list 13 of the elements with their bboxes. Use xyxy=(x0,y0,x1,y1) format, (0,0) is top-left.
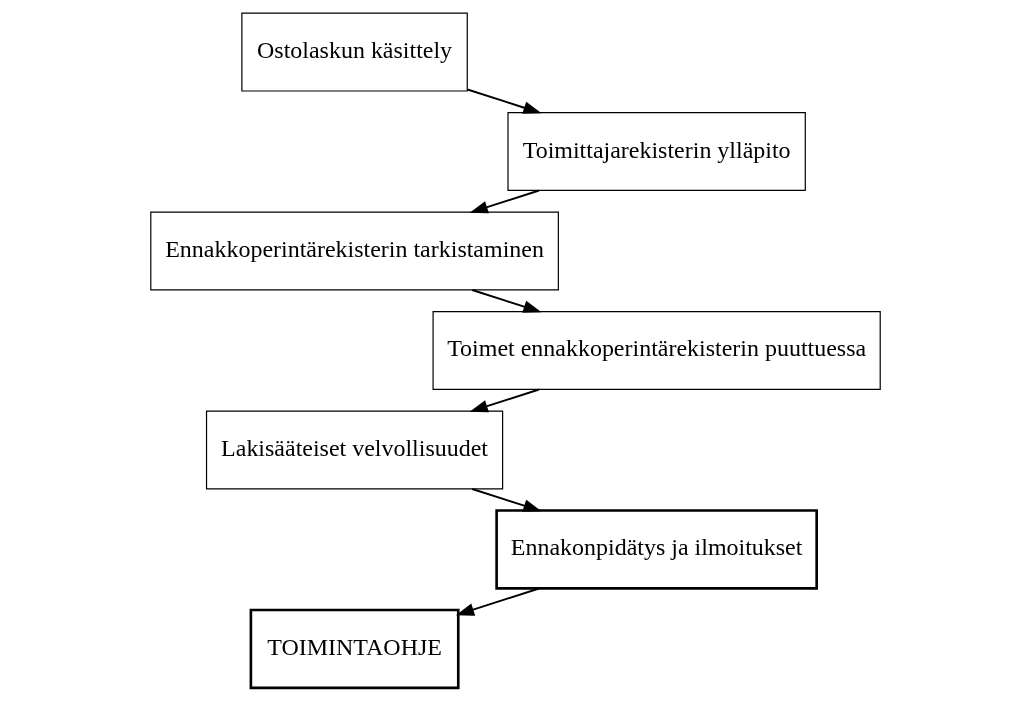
node-box: TOIMINTAOHJE xyxy=(249,608,460,690)
node-box: Lakisääteiset velvollisuudet xyxy=(205,410,503,490)
node-box: Ostolaskun käsittely xyxy=(240,12,468,92)
arrow xyxy=(466,88,542,114)
arrow xyxy=(469,388,540,413)
node-box: Ennakonpidätys ja ilmoitukset xyxy=(494,509,818,590)
arrow xyxy=(469,189,540,214)
arrow xyxy=(470,289,542,313)
arrow xyxy=(455,587,540,616)
node-box: Toimittajarekisterin ylläpito xyxy=(506,111,806,192)
node-box: Ennakkoperintärekisterin tarkistaminen xyxy=(149,211,559,291)
arrow xyxy=(470,488,542,512)
node-box: Toimet ennakkoperintärekisterin puuttuessa xyxy=(432,310,881,391)
